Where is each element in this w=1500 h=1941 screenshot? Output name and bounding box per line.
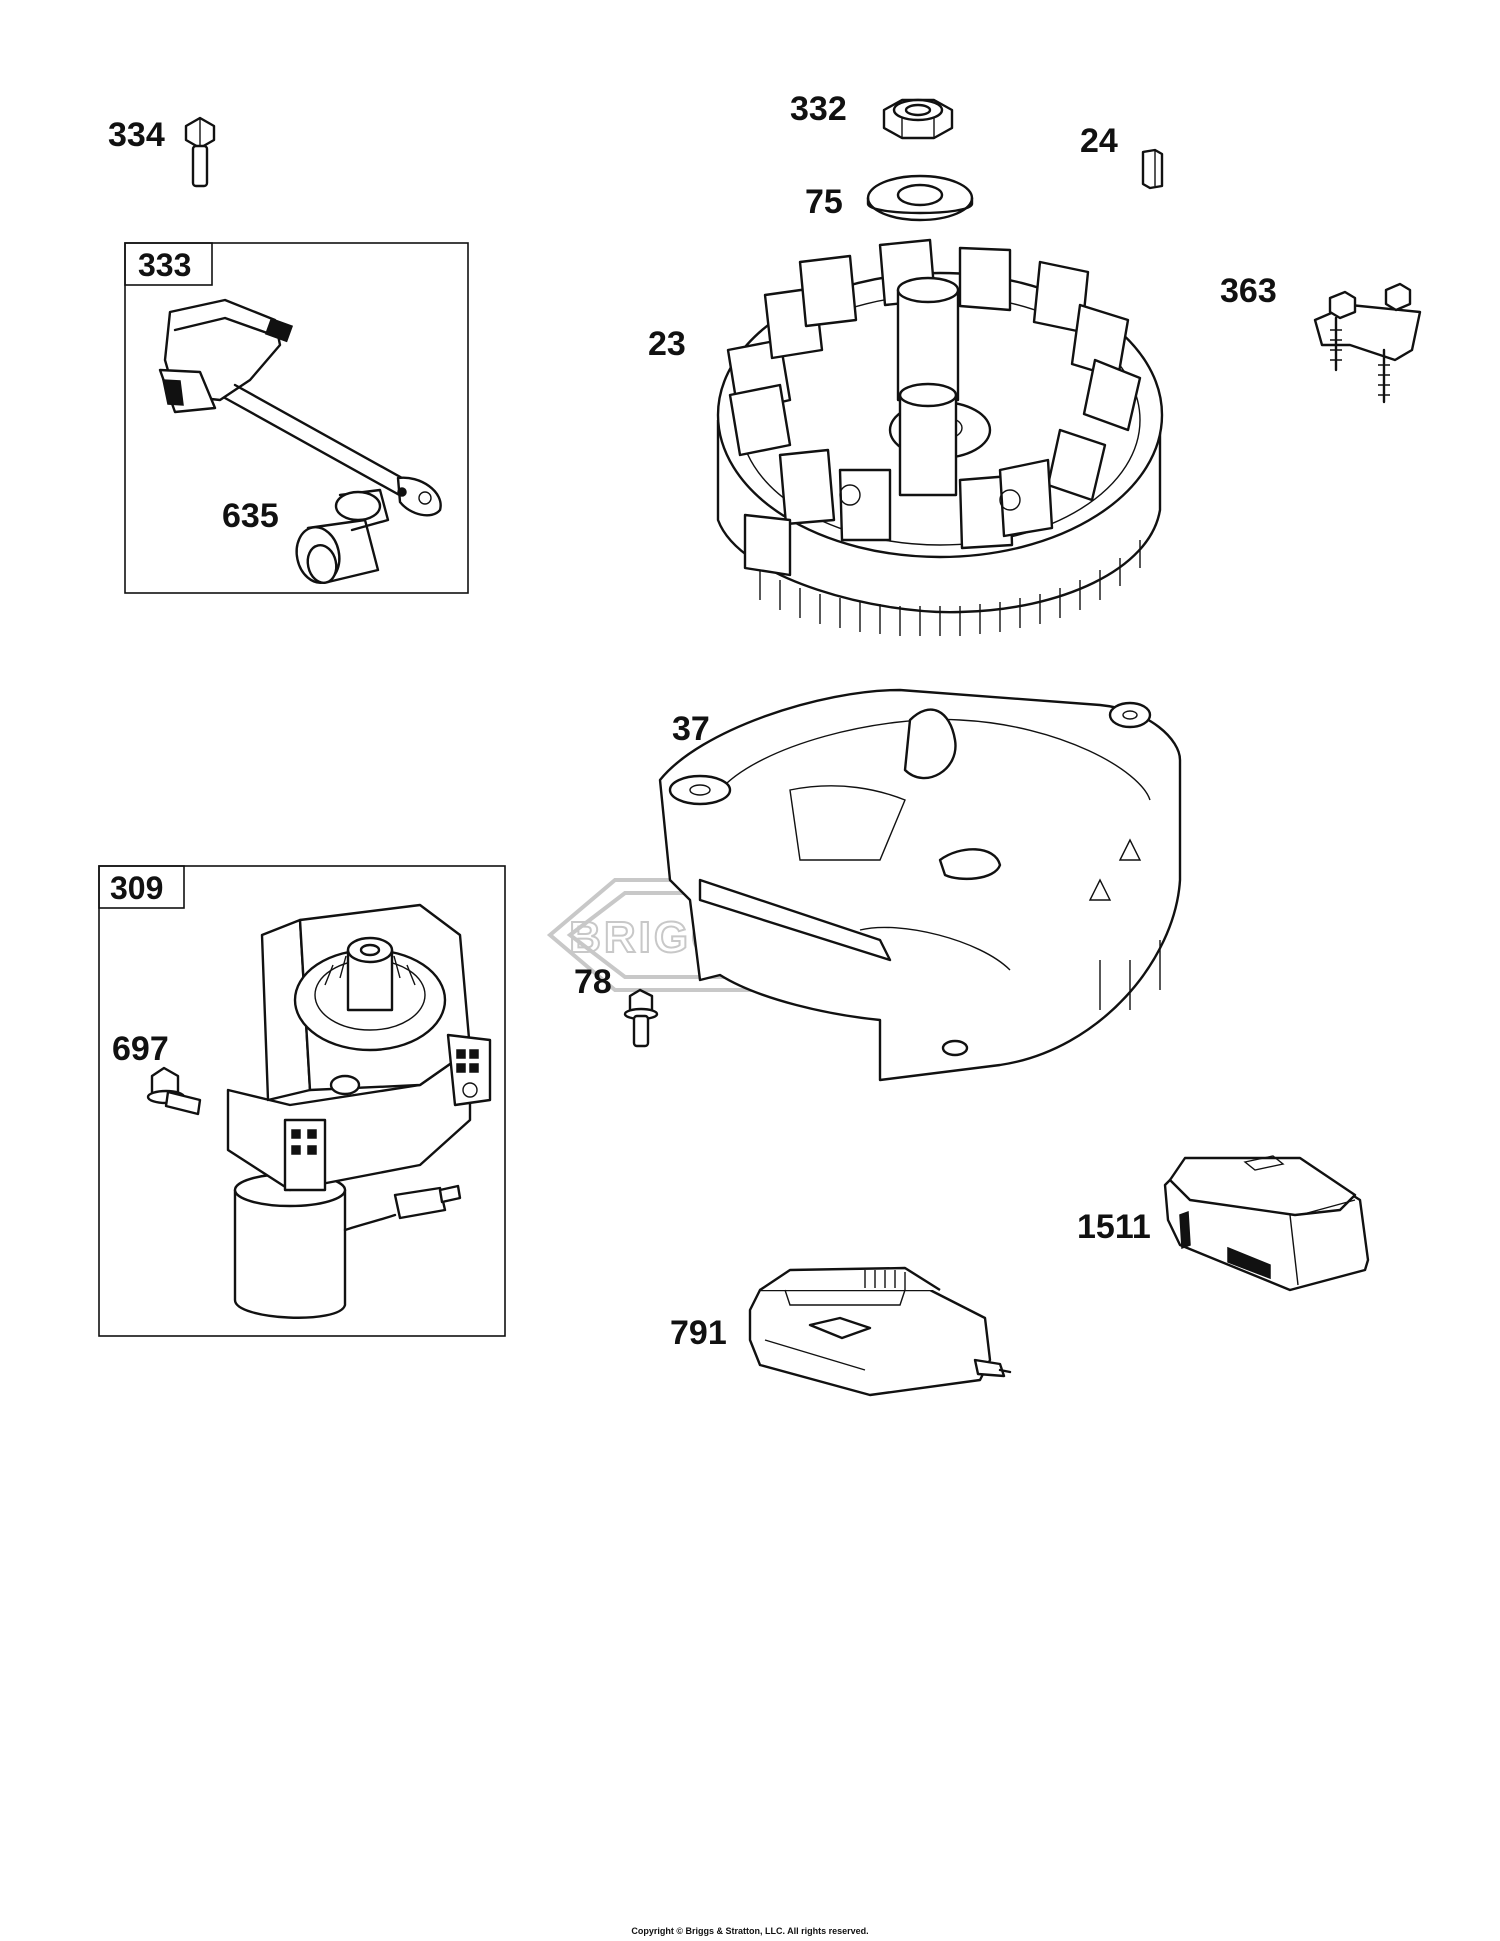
callout-24: 24 <box>1080 122 1118 160</box>
callout-309: 309 <box>110 870 163 906</box>
callout-1511: 1511 <box>1077 1208 1151 1246</box>
bolt-334 <box>184 116 216 188</box>
bracket-363 <box>1313 282 1422 404</box>
callout-363: 363 <box>1220 272 1277 310</box>
callout-697: 697 <box>112 1030 169 1068</box>
kit-box-309 <box>98 865 506 1337</box>
nut-332 <box>882 98 954 140</box>
kit-box-333 <box>124 242 469 594</box>
callout-333: 333 <box>138 247 191 283</box>
starter-motor-309 <box>226 903 492 1319</box>
callout-635: 635 <box>222 497 279 535</box>
screw-78 <box>623 988 659 1048</box>
callout-78: 78 <box>574 963 612 1001</box>
bolt-697 <box>146 1066 202 1116</box>
flywheel-23 <box>716 238 1164 636</box>
callout-23: 23 <box>648 325 686 363</box>
blower-housing-37 <box>658 688 1182 1082</box>
key-24 <box>1141 148 1164 190</box>
callout-332: 332 <box>790 90 847 128</box>
sleeve-635 <box>295 488 390 585</box>
callout-37: 37 <box>672 710 710 748</box>
callout-75: 75 <box>805 183 843 221</box>
copyright-notice: Copyright © Briggs & Stratton, LLC. All … <box>631 1926 869 1936</box>
callout-334: 334 <box>108 116 165 154</box>
battery-1511 <box>1163 1155 1370 1292</box>
callout-791: 791 <box>670 1314 727 1352</box>
washer-75 <box>866 174 974 222</box>
ignition-switch-333 <box>158 298 442 517</box>
charger-791 <box>748 1266 1012 1397</box>
